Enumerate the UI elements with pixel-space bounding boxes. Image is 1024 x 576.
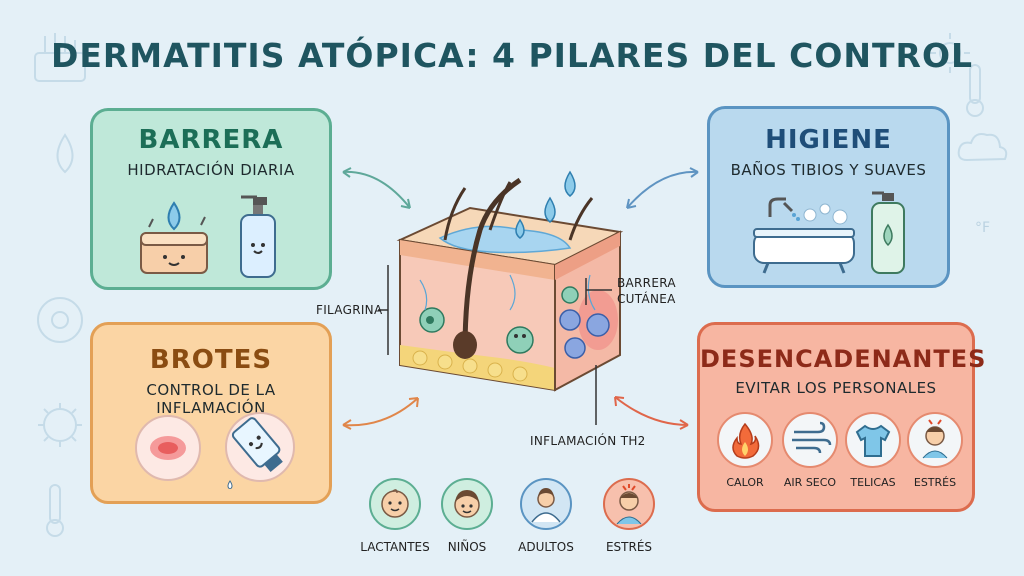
- population-label: ADULTOS: [518, 540, 574, 554]
- card-brotes-subtitle: CONTROL DE LA INFLAMACIÓN: [146, 381, 276, 417]
- skin-cross-section-diagram: [396, 170, 624, 392]
- card-desencadenantes-title: DESENCADENANTES: [700, 345, 987, 373]
- wind-icon: [782, 412, 838, 468]
- population-label: LACTANTES: [360, 540, 430, 554]
- baby-icon: [369, 478, 421, 530]
- thermometer-deco-icon: [960, 60, 990, 129]
- thermometer-deco-icon: [40, 480, 70, 549]
- trigger-air-seco: AIR SECO: [780, 412, 840, 489]
- skin-deco-icon: [30, 28, 90, 97]
- trigger-label: AIR SECO: [783, 476, 837, 489]
- label-barrera-line1: BARRERA: [617, 276, 676, 290]
- skin-block-icon: [140, 201, 208, 274]
- card-desencadenantes-subtitle: EVITAR LOS PERSONALES: [735, 379, 937, 397]
- trigger-label: ESTRÉS: [913, 476, 957, 489]
- card-higiene: HIGIENE BAÑOS TIBIOS Y SUAVES: [707, 106, 950, 288]
- page-title: DERMATITIS ATÓPICA: 4 PILARES DEL CONTRO…: [50, 36, 974, 75]
- label-inflamacion: INFLAMACIÓN TH2: [530, 434, 646, 448]
- child-icon: [441, 478, 493, 530]
- inflamed-skin-icon: [135, 415, 201, 481]
- population-label: NIÑOS: [447, 540, 487, 554]
- shirt-icon: [845, 412, 901, 468]
- trigger-label: TELICAS: [850, 476, 896, 489]
- trigger-estres: ESTRÉS: [905, 412, 965, 489]
- sun-deco-icon: [925, 28, 975, 87]
- trigger-calor: CALOR: [715, 412, 775, 489]
- soap-bottle-icon: [871, 191, 905, 274]
- card-barrera-subtitle: HIDRATACIÓN DIARIA: [127, 161, 295, 179]
- trigger-telicas: TELICAS: [843, 412, 903, 489]
- bathtub-icon: [753, 197, 855, 274]
- population-estres: ESTRÉS: [590, 478, 668, 554]
- stressed-person-icon: [603, 478, 655, 530]
- card-higiene-title: HIGIENE: [765, 125, 892, 155]
- card-higiene-subtitle: BAÑOS TIBIOS Y SUAVES: [730, 161, 927, 179]
- cell-deco-icon: [30, 290, 90, 359]
- card-barrera: BARRERA HIDRATACIÓN DIARIA: [90, 108, 332, 290]
- virus-deco-icon: [30, 395, 90, 464]
- fire-icon: [717, 412, 773, 468]
- fahrenheit-deco-icon: °F: [975, 220, 991, 236]
- label-barrera-line2: CUTÁNEA: [617, 292, 676, 306]
- cream-tube-icon: [225, 412, 295, 489]
- trigger-label: CALOR: [726, 476, 764, 489]
- adult-icon: [520, 478, 572, 530]
- population-adultos: ADULTOS: [507, 478, 585, 554]
- population-ninos: NIÑOS: [428, 478, 506, 554]
- card-brotes-title: BROTES: [149, 345, 273, 375]
- population-lactantes: LACTANTES: [356, 478, 434, 554]
- lotion-bottle-icon: [240, 195, 276, 278]
- population-label: ESTRÉS: [605, 540, 653, 554]
- label-filagrina: FILAGRINA: [316, 303, 383, 317]
- stressed-person-icon: [907, 412, 963, 468]
- card-brotes: BROTES CONTROL DE LA INFLAMACIÓN: [90, 322, 332, 504]
- cloud-deco-icon: [955, 125, 1010, 179]
- card-barrera-title: BARRERA: [138, 125, 284, 155]
- drop-deco-icon: [40, 130, 90, 189]
